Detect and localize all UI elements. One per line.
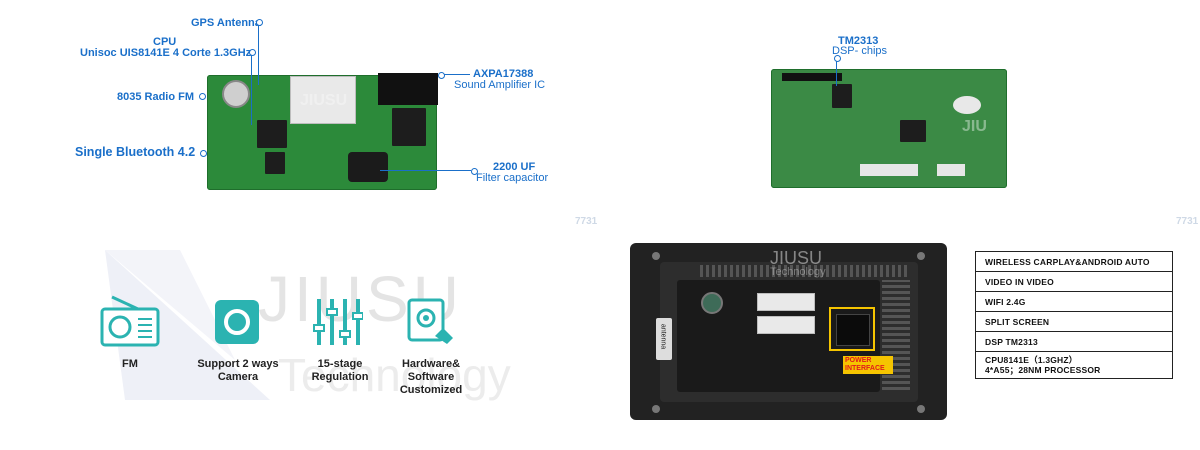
radio-icon — [100, 295, 160, 347]
callout-gps: GPS Antenna — [191, 17, 261, 29]
feature-label-camera: Support 2 ways Camera — [197, 358, 279, 383]
amp-chip — [392, 108, 426, 146]
callout-dot — [249, 49, 256, 56]
sticker — [953, 96, 981, 114]
equalizer-icon — [313, 299, 363, 345]
spec-cell: CPU8141E（1.3GHZ） 4*A55；28NM PROCESSOR — [975, 351, 1173, 379]
dsp-chip — [832, 84, 852, 108]
table-row: WIFI 2.4G — [975, 291, 1173, 312]
black-connector — [378, 73, 438, 105]
callout-amp-title: AXPA17388 — [473, 68, 534, 80]
memory-chip — [265, 152, 285, 174]
feature-label-fm: FM — [122, 358, 138, 370]
spec-line: CPU8141E（1.3GHZ） — [985, 355, 1078, 365]
white-connector — [290, 76, 356, 124]
brand-logo-watermark — [105, 250, 270, 400]
callout-bluetooth: Single Bluetooth 4.2 — [75, 145, 196, 159]
pin-header — [782, 73, 842, 81]
ribbon-connector — [937, 164, 965, 176]
heatsink — [700, 265, 910, 277]
callout-dsp-detail: DSP- chips — [832, 45, 888, 57]
mounting-hole — [652, 405, 660, 413]
harness-connector — [757, 316, 815, 334]
callout-dot — [438, 72, 445, 79]
feature-label-regulation: 15-stage Regulation — [311, 358, 369, 383]
callout-cap-detail: Filter capacitor — [476, 172, 549, 184]
image-code: 7731 — [1176, 216, 1199, 227]
panel-watermark: JIUSU — [770, 248, 823, 268]
spec-table: WIRELESS CARPLAY&ANDROID AUTO VIDEO IN V… — [975, 251, 1173, 379]
table-row: WIRELESS CARPLAY&ANDROID AUTO — [975, 251, 1173, 272]
power-connector — [836, 314, 870, 346]
settings-icon — [407, 298, 453, 344]
ribbon-connector — [860, 164, 918, 176]
spec-cell: VIDEO IN VIDEO — [975, 271, 1173, 292]
spec-cell: SPLIT SCREEN — [975, 311, 1173, 332]
table-row: DSP TM2313 — [975, 331, 1173, 352]
cpu-chip — [257, 120, 287, 148]
callout-line — [444, 74, 470, 75]
callout-dsp-title: TM2313 — [838, 35, 879, 47]
callout-radio: 8035 Radio FM — [117, 91, 195, 103]
panel-watermark-sub: Technology — [770, 266, 826, 278]
harness-connector — [757, 293, 815, 311]
antenna-label: antenna — [659, 323, 667, 350]
mounting-hole — [652, 252, 660, 260]
callout-dot — [256, 19, 263, 26]
callout-cpu-title: CPU — [153, 36, 177, 48]
table-row: VIDEO IN VIDEO — [975, 271, 1173, 292]
board-watermark: JIUSU — [300, 92, 348, 109]
antenna-port — [701, 292, 723, 314]
callout-dot — [471, 168, 478, 175]
mounting-hole — [917, 252, 925, 260]
callout-cpu-detail: Unisoc UIS8141E 4 Corte 1.3GHz — [80, 47, 252, 59]
callout-line — [836, 61, 837, 86]
spec-line: 4*A55；28NM PROCESSOR — [985, 365, 1101, 375]
callout-line — [380, 170, 471, 171]
callout-amp-detail: Sound Amplifier IC — [454, 79, 546, 91]
brand-watermark-sub: Technology — [278, 349, 511, 401]
capacitor — [348, 152, 388, 182]
power-interface-label: POWER INTERFACE — [843, 356, 893, 374]
feature-label-customized: Hardware& Software Customized — [399, 358, 463, 396]
callout-dot — [200, 150, 207, 157]
mounting-hole — [917, 405, 925, 413]
callout-line — [251, 55, 252, 125]
power-interface-highlight — [829, 307, 875, 351]
spec-cell: WIFI 2.4G — [975, 291, 1173, 312]
antenna-tag — [656, 318, 672, 360]
spec-cell: DSP TM2313 — [975, 331, 1173, 352]
callout-dot — [199, 93, 206, 100]
table-row: CPU8141E（1.3GHZ） 4*A55；28NM PROCESSOR — [975, 351, 1173, 379]
table-row: SPLIT SCREEN — [975, 311, 1173, 332]
gps-module — [222, 80, 250, 108]
callout-cap-title: 2200 UF — [493, 161, 536, 173]
board-watermark: JIU — [962, 118, 987, 135]
board-chip — [900, 120, 926, 142]
spec-cell: WIRELESS CARPLAY&ANDROID AUTO — [975, 251, 1173, 272]
image-code: 7731 — [575, 216, 598, 227]
callout-line — [258, 25, 259, 85]
callout-dot — [834, 55, 841, 62]
camera-icon — [215, 300, 259, 344]
